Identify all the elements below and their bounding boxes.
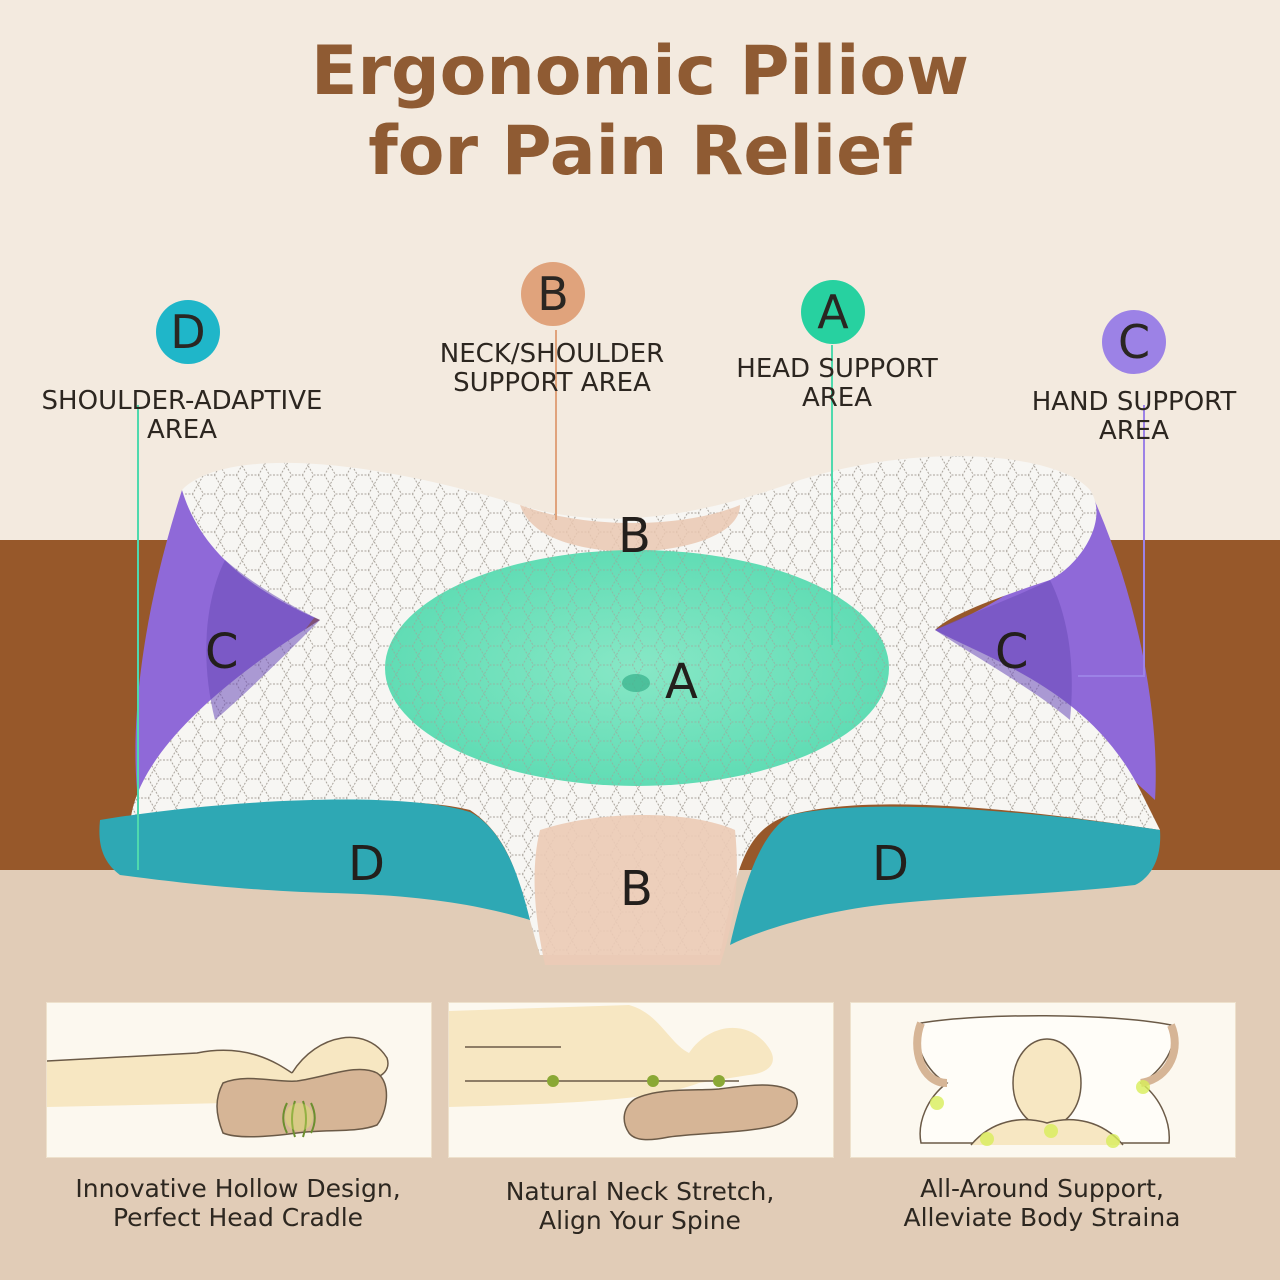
badge-b: B (521, 262, 585, 326)
label-a-line-2: AREA (801, 383, 873, 413)
neck-support-bottom-zone (534, 815, 737, 965)
label-neck-shoulder: NECK/SHOULDER SUPPORT AREA (412, 340, 692, 398)
label-a-line-1: HEAD SUPPORT (736, 354, 938, 384)
badge-d-letter: D (170, 305, 206, 359)
all-around-support-illustration (851, 1003, 1235, 1157)
label-d-line-2: AREA (146, 415, 218, 445)
feature-card-neck-stretch (448, 1002, 834, 1158)
right-shoulder-adaptive-front (730, 806, 1161, 945)
spine-point-icon (547, 1075, 559, 1087)
label-hand-support: HAND SUPPORT AREA (1014, 388, 1254, 446)
caption-neck-stretch: Natural Neck Stretch, Align Your Spine (448, 1177, 832, 1235)
label-c-line-1: HAND SUPPORT (1031, 387, 1237, 417)
feature-card-hollow-design (46, 1002, 432, 1158)
caption-2-line-2: Align Your Spine (539, 1206, 741, 1235)
title-line-2: for Pain Relief (368, 112, 912, 191)
head-dimple (622, 674, 650, 692)
mark-a-center: A (665, 654, 698, 710)
label-b-line-2: SUPPORT AREA (453, 368, 651, 398)
head-outline (1012, 1038, 1082, 1128)
caption-3-line-1: All-Around Support, (920, 1174, 1164, 1203)
spine-point-icon (713, 1075, 725, 1087)
neck-support-top-zone (520, 505, 740, 552)
connector-lines (137, 330, 1145, 870)
mark-c-left: C (205, 624, 239, 680)
caption-hollow-design: Innovative Hollow Design, Perfect Head C… (46, 1174, 430, 1232)
mark-d-left: D (348, 836, 385, 892)
hollow-spring-icon (282, 1100, 316, 1138)
label-b-line-1: NECK/SHOULDER (439, 339, 665, 369)
label-c-line-2: AREA (1098, 416, 1170, 446)
neck-stretch-illustration (449, 1003, 833, 1157)
connector-c (1078, 405, 1145, 677)
mark-b-top: B (618, 508, 651, 564)
feature-card-all-around (850, 1002, 1236, 1158)
caption-2-line-1: Natural Neck Stretch, (505, 1177, 775, 1206)
label-shoulder-adaptive: SHOULDER-ADAPTIVE AREA (32, 387, 332, 445)
left-shoulder-adaptive-front (99, 799, 530, 920)
mark-d-right: D (872, 836, 909, 892)
badge-c: C (1102, 310, 1166, 374)
badge-c-letter: C (1117, 315, 1151, 369)
pillow-illustration (99, 456, 1161, 965)
badge-d: D (156, 300, 220, 364)
badge-a: A (801, 280, 865, 344)
badge-a-letter: A (817, 285, 849, 339)
caption-1-line-1: Innovative Hollow Design, (75, 1174, 401, 1203)
background-top (0, 0, 1280, 540)
caption-1-line-2: Perfect Head Cradle (112, 1203, 364, 1232)
label-head-support: HEAD SUPPORT AREA (712, 355, 962, 413)
title-line-1: Ergonomic Piliow (311, 32, 969, 111)
caption-3-line-2: Alleviate Body Straina (903, 1203, 1181, 1232)
badge-b-letter: B (537, 267, 569, 321)
mark-b-bottom: B (620, 861, 653, 917)
caption-all-around: All-Around Support, Alleviate Body Strai… (850, 1174, 1234, 1232)
hollow-design-illustration (47, 1003, 431, 1157)
page-title: Ergonomic Piliow for Pain Relief (0, 32, 1280, 192)
spine-point-icon (647, 1075, 659, 1087)
mark-c-right: C (995, 624, 1029, 680)
label-d-line-1: SHOULDER-ADAPTIVE (41, 386, 323, 416)
